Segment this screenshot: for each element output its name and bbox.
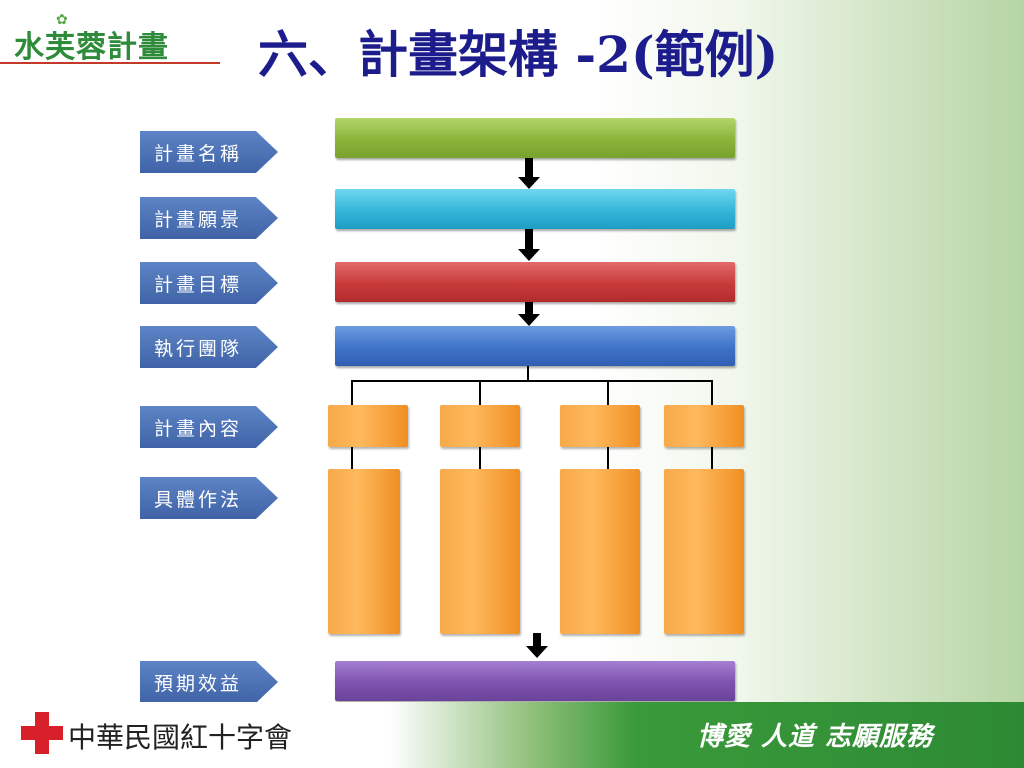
- logo-underline: [0, 62, 220, 64]
- project-vision-bar: [335, 189, 735, 229]
- label-project-content: 計畫內容: [140, 406, 278, 448]
- content-box: [560, 405, 640, 447]
- organization-name: 中華民國紅十字會: [68, 721, 293, 754]
- page-title: 六、計畫架構 -2(範例): [258, 25, 779, 84]
- method-box: [664, 469, 744, 634]
- label-project-name: 計畫名稱: [140, 131, 278, 173]
- execution-team-bar: [335, 326, 735, 366]
- label-project-goal: 計畫目標: [140, 262, 278, 304]
- label-execution-team: 執行團隊: [140, 326, 278, 368]
- method-box: [560, 469, 640, 634]
- expected-benefits-bar: [335, 661, 735, 701]
- content-box: [328, 405, 408, 447]
- content-box: [440, 405, 520, 447]
- project-goal-bar: [335, 262, 735, 302]
- motto-text: 博愛 人道 志願服務: [697, 722, 934, 752]
- project-name-bar: [335, 118, 735, 158]
- footer-band: [0, 702, 1024, 768]
- content-box: [664, 405, 744, 447]
- label-expected-benefits: 預期效益: [140, 661, 278, 703]
- label-concrete-methods: 具體作法: [140, 477, 278, 519]
- logo-text: 水芙蓉計畫: [14, 30, 169, 65]
- method-box: [440, 469, 520, 634]
- label-project-vision: 計畫願景: [140, 197, 278, 239]
- logo: ✿ 水芙蓉計畫: [0, 12, 222, 66]
- flower-icon: ✿: [56, 12, 68, 28]
- method-box: [328, 469, 400, 634]
